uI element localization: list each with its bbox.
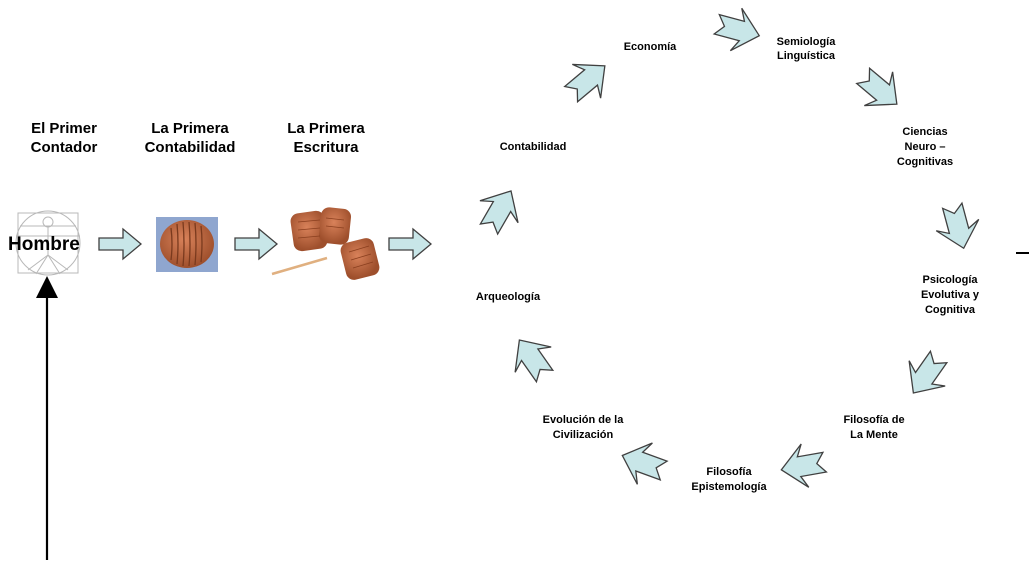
cycle-arrow-8 [621, 442, 669, 485]
svg-text:Arqueología: Arqueología [476, 291, 541, 303]
label-contabilidad: Contabilidad [500, 141, 567, 153]
svg-text:Contabilidad: Contabilidad [145, 139, 236, 156]
svg-text:Ciencias: Ciencias [902, 126, 947, 138]
svg-text:Cognitivas: Cognitivas [897, 156, 953, 168]
cycle-arrow-7 [780, 443, 828, 488]
label-filosofia-mente: Filosofía de La Mente [843, 414, 904, 441]
vitruvian-man-illustration [15, 210, 81, 276]
label-arqueologia: Arqueología [476, 291, 541, 303]
cycle-arrow-6 [908, 349, 949, 394]
svg-text:Evolución de la: Evolución de la [543, 414, 625, 426]
block-arrow-2 [234, 227, 279, 261]
label-economia: Economía [624, 41, 677, 53]
svg-text:Filosofía: Filosofía [706, 466, 752, 478]
svg-text:El Primer: El Primer [31, 120, 97, 137]
heading-el-primer-contador: El Primer Contador [31, 120, 98, 156]
label-semiologia: Semiología Linguística [777, 36, 837, 62]
svg-text:Cognitiva: Cognitiva [925, 304, 976, 316]
label-filosofia-epistemologia: Filosofía Epistemología [691, 466, 767, 493]
cycle-arrow-4 [855, 66, 898, 107]
svg-text:Evolutiva y: Evolutiva y [921, 289, 980, 301]
label-ciencias: Ciencias Neuro – Cognitivas [897, 126, 953, 168]
label-psicologia: Psicología Evolutiva y Cognitiva [921, 274, 980, 316]
svg-text:Psicología: Psicología [922, 274, 978, 286]
svg-text:Semiología: Semiología [777, 36, 837, 48]
hombre-label: Hombre [8, 234, 80, 255]
cycle-arrow-2 [563, 63, 606, 104]
svg-text:Contabilidad: Contabilidad [500, 141, 567, 153]
cycle-arrow-3 [712, 7, 761, 52]
cycle-arrow-1 [479, 190, 519, 236]
cycle-arrow-9 [514, 339, 555, 384]
svg-text:Contador: Contador [31, 139, 98, 156]
svg-text:Civilización: Civilización [553, 429, 614, 441]
block-arrow-1 [98, 227, 143, 261]
block-arrow-3 [388, 227, 433, 261]
svg-text:La Primera: La Primera [287, 120, 365, 137]
label-evolucion: Evolución de la Civilización [543, 414, 625, 441]
svg-text:La Primera: La Primera [151, 120, 229, 137]
svg-text:Epistemología: Epistemología [691, 481, 767, 493]
svg-text:Escritura: Escritura [293, 139, 359, 156]
svg-text:La Mente: La Mente [850, 429, 898, 441]
svg-text:Filosofía de: Filosofía de [843, 414, 904, 426]
heading-la-primera-escritura: La Primera Escritura [287, 120, 365, 156]
cycle-arrow-5 [935, 201, 980, 250]
svg-text:Linguística: Linguística [777, 50, 836, 62]
clay-ball-image [156, 217, 218, 272]
clay-tablets-image [271, 207, 380, 280]
svg-text:Economía: Economía [624, 41, 677, 53]
heading-la-primera-contabilidad: La Primera Contabilidad [145, 120, 236, 156]
svg-text:Neuro –: Neuro – [905, 141, 946, 153]
